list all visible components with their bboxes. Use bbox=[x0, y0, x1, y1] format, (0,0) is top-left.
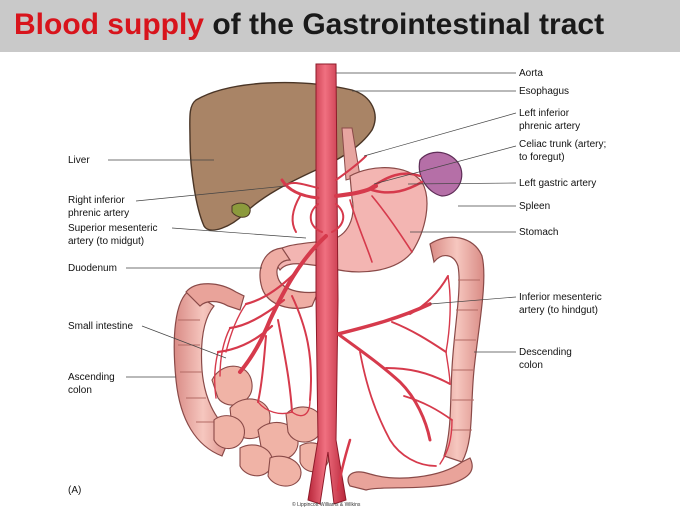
label-aorta: Aorta bbox=[519, 68, 543, 79]
label-inferior-mesenteric-line1: Inferior mesenteric bbox=[519, 292, 602, 303]
arterial-branches bbox=[213, 155, 453, 492]
leader-lines bbox=[108, 72, 517, 378]
label-spleen: Spleen bbox=[519, 201, 550, 212]
aorta bbox=[307, 63, 347, 505]
left-inferior-phrenic-artery bbox=[335, 155, 367, 181]
superior-mesenteric-artery bbox=[238, 234, 328, 374]
label-descending-colon-line1: Descending bbox=[519, 347, 572, 358]
duodenum bbox=[259, 247, 319, 309]
label-right-inferior-phrenic-line2: phrenic artery bbox=[68, 208, 129, 219]
title-bar: Blood supply of the Gastrointestinal tra… bbox=[0, 0, 680, 52]
label-ascending-colon-line2: colon bbox=[68, 385, 92, 396]
label-descending-colon-line2: colon bbox=[519, 360, 543, 371]
sigmoid-colon bbox=[347, 457, 473, 491]
title-rest: of the Gastrointestinal tract bbox=[204, 8, 605, 41]
label-duodenum: Duodenum bbox=[68, 263, 117, 274]
label-celiac-trunk-line1: Celiac trunk (artery; bbox=[519, 139, 606, 150]
descending-colon-haustra bbox=[452, 279, 480, 431]
label-superior-mesenteric-line2: artery (to midgut) bbox=[68, 236, 144, 247]
label-celiac-trunk-line2: to foregut) bbox=[519, 152, 565, 163]
label-stomach: Stomach bbox=[519, 227, 558, 238]
ascending-colon bbox=[173, 289, 233, 457]
label-liver: Liver bbox=[68, 155, 90, 166]
ascending-colon-haustra bbox=[178, 319, 214, 423]
label-inferior-mesenteric-line2: artery (to hindgut) bbox=[519, 305, 598, 316]
gi-blood-supply-diagram: Aorta Esophagus Left inferior phrenic ar… bbox=[68, 63, 606, 508]
label-superior-mesenteric-line1: Superior mesenteric bbox=[68, 223, 157, 234]
label-esophagus: Esophagus bbox=[519, 86, 569, 97]
hepatic-artery bbox=[280, 178, 320, 200]
title-highlight: Blood supply bbox=[14, 8, 204, 41]
left-gastric-artery bbox=[368, 172, 422, 190]
label-right-inferior-phrenic-line1: Right inferior bbox=[68, 195, 125, 206]
right-inferior-phrenic-artery bbox=[283, 181, 319, 189]
label-left-inferior-phrenic-line1: Left inferior bbox=[519, 108, 570, 119]
descending-colon bbox=[429, 236, 485, 463]
celiac-trunk bbox=[334, 184, 378, 198]
label-ascending-colon-line1: Ascending bbox=[68, 372, 115, 383]
label-left-inferior-phrenic-line2: phrenic artery bbox=[519, 121, 580, 132]
inferior-mesenteric-artery bbox=[336, 302, 432, 336]
copyright-notice: © Lippincott Williams & Wilkins bbox=[292, 501, 361, 508]
small-intestine bbox=[211, 365, 329, 487]
hepatic-flexure bbox=[185, 283, 245, 311]
slide-title: Blood supply of the Gastrointestinal tra… bbox=[14, 6, 604, 44]
label-small-intestine: Small intestine bbox=[68, 321, 133, 332]
figure-letter: (A) bbox=[68, 485, 81, 496]
gallbladder bbox=[231, 202, 251, 218]
label-left-gastric-artery: Left gastric artery bbox=[519, 178, 596, 189]
